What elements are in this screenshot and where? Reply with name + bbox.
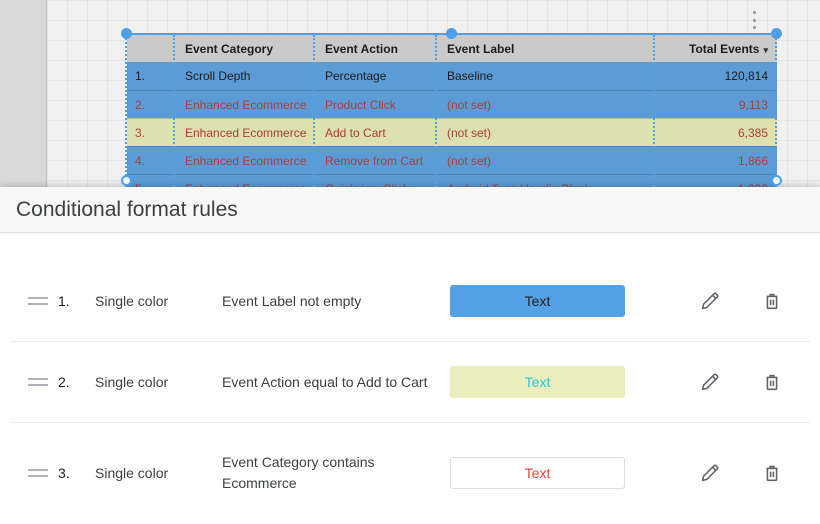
cell-event-action: Remove from Cart xyxy=(325,153,424,168)
cell-row-number: 3. xyxy=(135,125,146,140)
cell-event-label: (not set) xyxy=(447,125,492,140)
column-guide xyxy=(435,35,437,187)
rule-number: 1. xyxy=(58,293,70,309)
resize-handle-top-mid[interactable] xyxy=(446,28,457,39)
format-rule-row: 1. Single color Event Label not empty Te… xyxy=(0,261,820,341)
column-guide xyxy=(313,35,315,187)
rule-number: 3. xyxy=(58,465,70,481)
cell-row-number: 1. xyxy=(135,69,146,83)
table-body: 1. Scroll Depth Percentage Baseline 120,… xyxy=(127,62,777,187)
drag-handle-icon[interactable] xyxy=(28,297,48,305)
rule-condition: Event Label not empty xyxy=(222,292,362,309)
panel-header: Conditional format rules xyxy=(0,187,820,233)
cell-row-number: 5. xyxy=(127,182,173,188)
column-guide xyxy=(653,35,655,187)
canvas-left-edge xyxy=(0,0,47,187)
format-swatch-button[interactable]: Text xyxy=(450,366,625,398)
table-row: 2. Enhanced Ecommerce Product Click (not… xyxy=(127,90,777,118)
format-swatch-button[interactable]: Text xyxy=(450,285,625,317)
panel-title: Conditional format rules xyxy=(16,197,238,221)
format-rule-row: 2. Single color Event Action equal to Ad… xyxy=(0,342,820,422)
edit-rule-button[interactable] xyxy=(690,453,730,493)
delete-rule-button[interactable] xyxy=(752,281,792,321)
rule-condition: Event Category contains Ecommerce xyxy=(222,454,375,491)
table-row: 1. Scroll Depth Percentage Baseline 120,… xyxy=(127,62,777,90)
cell-total-events: 6,385 xyxy=(737,125,768,140)
column-guide xyxy=(173,35,175,187)
cell-event-action: Percentage xyxy=(325,69,387,83)
cell-total-events: 1,330 xyxy=(653,182,777,188)
sort-caret-icon: ▾ xyxy=(763,44,768,55)
edit-rule-button[interactable] xyxy=(690,281,730,321)
cell-event-category: Enhanced Ecommerce xyxy=(185,97,307,112)
rule-type: Single color xyxy=(95,293,169,309)
events-table-chart[interactable]: Event Category Event Action Event Label … xyxy=(121,28,782,187)
chart-menu-icon[interactable] xyxy=(750,11,758,29)
header-event-category: Event Category xyxy=(185,41,274,56)
rule-type: Single color xyxy=(95,465,169,481)
trash-icon xyxy=(766,465,778,482)
cell-event-action: Add to Cart xyxy=(325,125,386,140)
header-total-events[interactable]: Total Events▾ xyxy=(689,41,768,56)
delete-rule-button[interactable] xyxy=(752,362,792,402)
header-event-action: Event Action xyxy=(325,41,398,56)
edit-rule-button[interactable] xyxy=(690,362,730,402)
report-canvas: Event Category Event Action Event Label … xyxy=(0,0,820,187)
conditional-format-panel: Conditional format rules 1. Single color… xyxy=(0,187,820,524)
drag-handle-icon[interactable] xyxy=(28,378,48,386)
cell-event-label: (not set) xyxy=(447,153,492,168)
trash-icon xyxy=(766,293,778,310)
rule-condition: Event Action equal to Add to Cart xyxy=(222,373,428,390)
cell-row-number: 2. xyxy=(135,97,146,112)
header-event-label: Event Label xyxy=(447,41,515,56)
cell-event-label: Android Tops Hoodie Black xyxy=(435,182,653,188)
cell-total-events: 9,113 xyxy=(738,97,768,112)
cell-event-label: (not set) xyxy=(447,97,492,112)
resize-handle-mid-right[interactable] xyxy=(771,175,782,186)
cell-event-action: Product Click xyxy=(325,97,396,112)
format-swatch-button[interactable]: Text xyxy=(450,457,625,489)
pencil-icon xyxy=(701,464,719,482)
rules-list: 1. Single color Event Label not empty Te… xyxy=(0,233,820,523)
drag-handle-icon[interactable] xyxy=(28,469,48,477)
cell-event-category: Enhanced Ecommerce xyxy=(185,153,307,168)
cell-event-category: Scroll Depth xyxy=(185,69,251,83)
resize-handle-top-right[interactable] xyxy=(771,28,782,39)
pencil-icon xyxy=(701,373,719,391)
cell-event-category: Enhanced Ecommerce xyxy=(185,125,307,140)
resize-handle-mid-left[interactable] xyxy=(121,175,132,186)
cell-event-label: Baseline xyxy=(447,69,494,83)
delete-rule-button[interactable] xyxy=(752,453,792,493)
cell-total-events: 1,866 xyxy=(737,153,768,168)
table-row: 3. Enhanced Ecommerce Add to Cart (not s… xyxy=(127,118,777,146)
selection-edge-left xyxy=(125,35,127,187)
resize-handle-top-left[interactable] xyxy=(121,28,132,39)
table-row: 4. Enhanced Ecommerce Remove from Cart (… xyxy=(127,146,777,174)
format-rule-row: 3. Single color Event Category contains … xyxy=(0,423,820,523)
pencil-icon xyxy=(701,292,719,310)
trash-icon xyxy=(766,374,778,391)
selection-edge-right xyxy=(775,35,777,187)
table-row: 5. Enhanced Ecommerce Quickview Click An… xyxy=(127,174,777,187)
rule-number: 2. xyxy=(58,374,70,390)
cell-row-number: 4. xyxy=(135,153,146,168)
cell-event-action: Quickview Click xyxy=(313,182,435,188)
rule-separator xyxy=(10,341,810,342)
rule-type: Single color xyxy=(95,374,169,390)
table-header-row: Event Category Event Action Event Label … xyxy=(127,35,777,62)
cell-total-events: 120,814 xyxy=(724,69,768,83)
rule-separator xyxy=(10,422,810,423)
cell-event-category: Enhanced Ecommerce xyxy=(173,182,313,188)
